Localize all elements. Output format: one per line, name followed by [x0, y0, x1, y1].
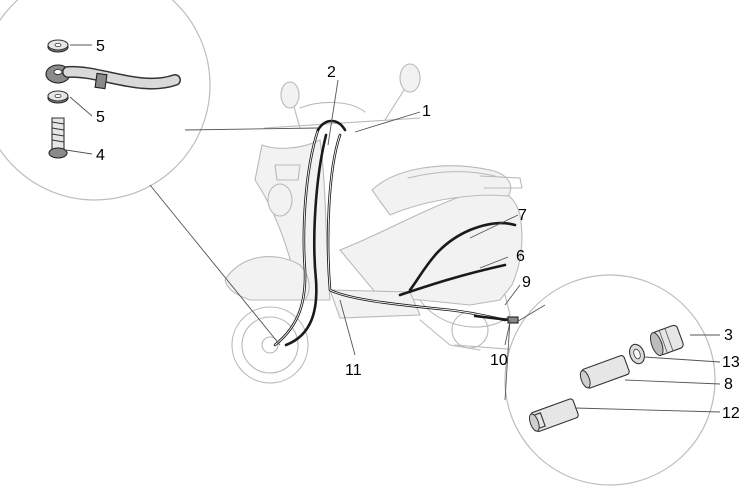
callout-3: 3 [724, 327, 733, 344]
callout-8: 8 [724, 376, 733, 393]
cable-sheath-adjuster-detail [528, 324, 721, 432]
callout-6: 6 [516, 248, 525, 265]
callout-7: 7 [518, 207, 527, 224]
callout-1: 1 [422, 103, 431, 120]
brake-cable-fitting-detail [45, 39, 181, 159]
callout-9: 9 [522, 274, 531, 291]
detail-leader-line [514, 304, 546, 324]
callout-4: 4 [96, 147, 105, 164]
scooter-outline-icon [224, 63, 523, 384]
callout-10: 10 [490, 352, 508, 369]
callout-5-top: 5 [96, 38, 105, 55]
callout-leaders [327, 79, 521, 356]
brake-cables [273, 119, 519, 347]
detail-leader-line [184, 127, 319, 131]
callout-2: 2 [327, 64, 336, 81]
callout-11: 11 [345, 362, 362, 379]
callout-5-bottom: 5 [96, 109, 105, 126]
callout-labels: 1 2 3 4 5 5 6 7 8 9 10 11 12 13 [96, 38, 740, 422]
detail-leader-line [504, 319, 511, 401]
detail-leader-line [149, 184, 281, 346]
callout-12: 12 [722, 405, 740, 422]
callout-13: 13 [722, 354, 740, 371]
